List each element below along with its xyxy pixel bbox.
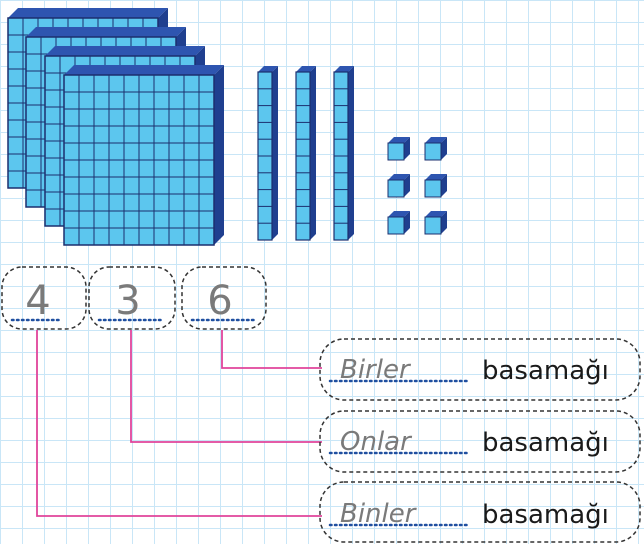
thousand-blocks: [7, 7, 225, 246]
unit-cube: [424, 136, 448, 161]
digit-box-thousands: 4: [1, 266, 87, 330]
digit-box-ones: 6: [181, 266, 267, 330]
unit-cube: [424, 173, 448, 198]
unit-cube: [387, 210, 411, 235]
digit-ones: 6: [207, 278, 232, 324]
connector-thousands: [36, 330, 322, 517]
handwritten-birler: Birler: [340, 355, 412, 385]
word-basamagi-ones: basamağı: [482, 356, 609, 386]
word-basamagi-tens: basamağı: [482, 428, 609, 458]
place-value-box-ones: Birler basamağı: [319, 338, 641, 401]
digit-box-tens: 3: [88, 266, 176, 330]
digit-tens: 3: [115, 278, 140, 324]
ten-rod: [295, 65, 317, 241]
thousand-block: [63, 64, 225, 246]
ten-rod: [333, 65, 355, 241]
unit-cubes: [387, 136, 448, 235]
place-value-labels: Birler basamağı Onlar basamağı Binler ba…: [319, 338, 641, 543]
unit-cube: [424, 210, 448, 235]
unit-cube: [387, 173, 411, 198]
place-value-box-tens: Onlar basamağı: [319, 410, 641, 473]
handwritten-onlar: Onlar: [340, 427, 413, 457]
digit-boxes: 4 3 6: [1, 266, 267, 330]
place-value-box-thousands: Binler basamağı: [319, 481, 641, 543]
handwritten-binler: Binler: [340, 499, 418, 529]
ten-rods: [257, 65, 355, 241]
digit-thousands: 4: [25, 278, 50, 324]
connector-tens: [130, 330, 322, 443]
ten-rod: [257, 65, 279, 241]
connector-ones: [221, 330, 322, 369]
unit-cube: [387, 136, 411, 161]
connector-lines: [36, 330, 322, 517]
word-basamagi-thousands: basamağı: [482, 500, 609, 530]
